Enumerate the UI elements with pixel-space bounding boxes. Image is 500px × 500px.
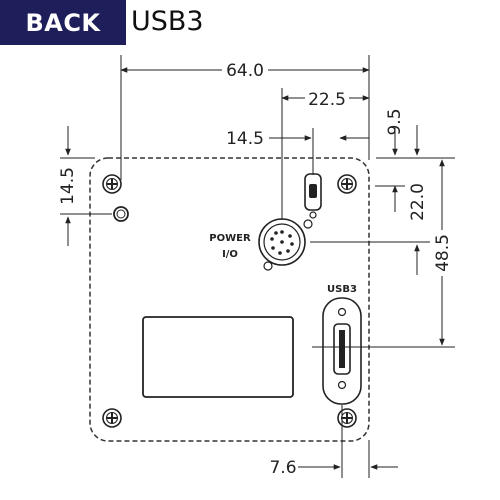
dim-power-offset: 14.5	[226, 128, 369, 175]
screw-icon	[102, 174, 122, 194]
power-label: POWER	[209, 233, 251, 244]
dim-label-7-6: 7.6	[269, 458, 296, 478]
io-label: I/O	[222, 249, 238, 260]
usb3-label: USB3	[327, 284, 357, 295]
back-badge: BACK	[0, 0, 126, 45]
dim-label-14-5-h: 14.5	[226, 129, 264, 149]
dim-label-22-5: 22.5	[308, 90, 346, 110]
dim-usb-height: 48.5	[312, 159, 455, 348]
dim-label-14-5-v: 14.5	[58, 167, 78, 205]
led-icon	[113, 206, 129, 222]
dim-label-48-5: 48.5	[433, 234, 453, 272]
usb-port-icon	[304, 173, 322, 219]
dim-usb-offset: 22.5	[281, 88, 370, 220]
dim-overall-width: 64.0	[120, 55, 370, 180]
screw-icon	[102, 408, 122, 428]
dim-label-9-5: 9.5	[385, 108, 405, 135]
camera-body-outline	[89, 157, 370, 442]
page-title: USB3	[131, 6, 204, 37]
dim-hole-offset: 14.5	[57, 126, 112, 246]
dim-bottom-offset: 7.6	[269, 405, 398, 478]
connector-icon	[258, 218, 313, 271]
screw-icon	[337, 408, 357, 428]
dim-power-height: 22.0	[310, 125, 455, 275]
usb-port-icon	[322, 297, 362, 405]
screw-icon	[337, 174, 357, 194]
dim-top-offset: 9.5	[375, 108, 405, 212]
dim-label-22-0: 22.0	[408, 183, 428, 221]
label-plate	[142, 316, 294, 398]
dim-label-64: 64.0	[226, 61, 264, 81]
back-label: BACK	[25, 8, 101, 37]
